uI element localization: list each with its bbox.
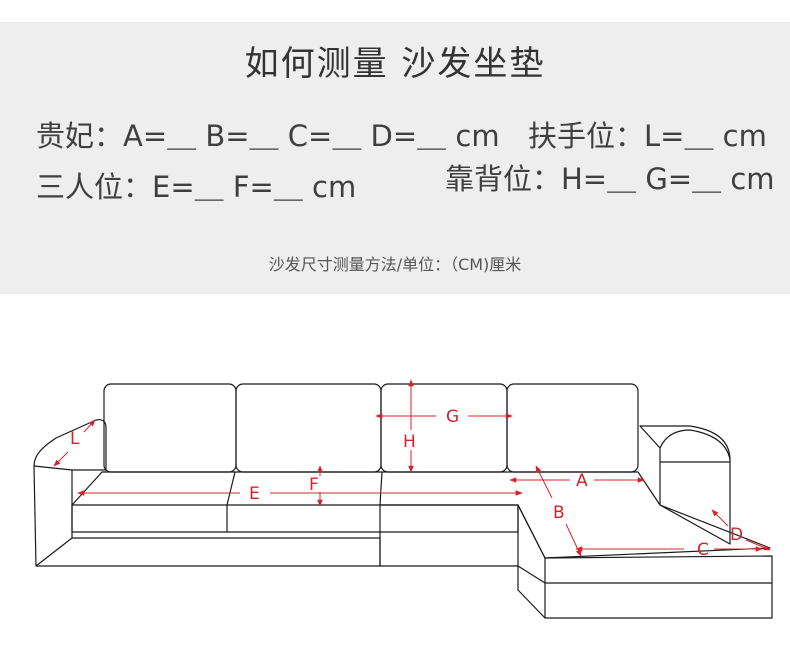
left-armrest: [33, 419, 107, 567]
armrest-measure-line: 扶手位：L=＿ cm: [528, 119, 767, 153]
back-cushion-3: [380, 383, 508, 473]
label-f: F: [309, 475, 319, 495]
label-l: L: [70, 429, 80, 449]
header-panel: 如何测量 沙发坐垫 贵妃：A=＿ B=＿ C=＿ D=＿ cm 扶手位：L=＿ …: [0, 22, 790, 294]
sofa-diagram: A B C D E F G H L: [33, 379, 773, 619]
label-g: G: [446, 407, 459, 427]
label-d: D: [730, 525, 743, 545]
chaise-front: [517, 504, 546, 584]
right-armrest: [639, 425, 731, 545]
dimension-labels: A B C D E F G H L: [70, 407, 743, 560]
label-e: E: [249, 484, 260, 504]
label-h: H: [403, 432, 416, 452]
back-cushion-2: [235, 383, 382, 473]
seat-front-left: [71, 505, 381, 533]
dimension-lines: [53, 379, 771, 557]
label-c: C: [697, 540, 709, 560]
page-title: 如何测量 沙发坐垫: [244, 44, 546, 84]
seat-front-middle: [379, 504, 519, 567]
label-a: A: [576, 471, 588, 491]
label-b: B: [553, 503, 565, 523]
left-base: [36, 537, 381, 567]
back-cushion-4: [506, 383, 639, 473]
sofa-outline: [33, 383, 773, 619]
back-cushion-1: [103, 383, 237, 473]
seat-top: [71, 471, 771, 559]
three-seat-measure-line: 三人位：E=＿ F=＿ cm: [36, 170, 357, 204]
chaise-base: [517, 566, 773, 619]
chaise-measure-line: 贵妃：A=＿ B=＿ C=＿ D=＿ cm: [36, 119, 500, 153]
backrest-measure-line: 靠背位：H=＿ G=＿ cm: [445, 162, 775, 196]
unit-note: 沙发尺寸测量方法/单位：（CM)厘米: [268, 255, 522, 274]
